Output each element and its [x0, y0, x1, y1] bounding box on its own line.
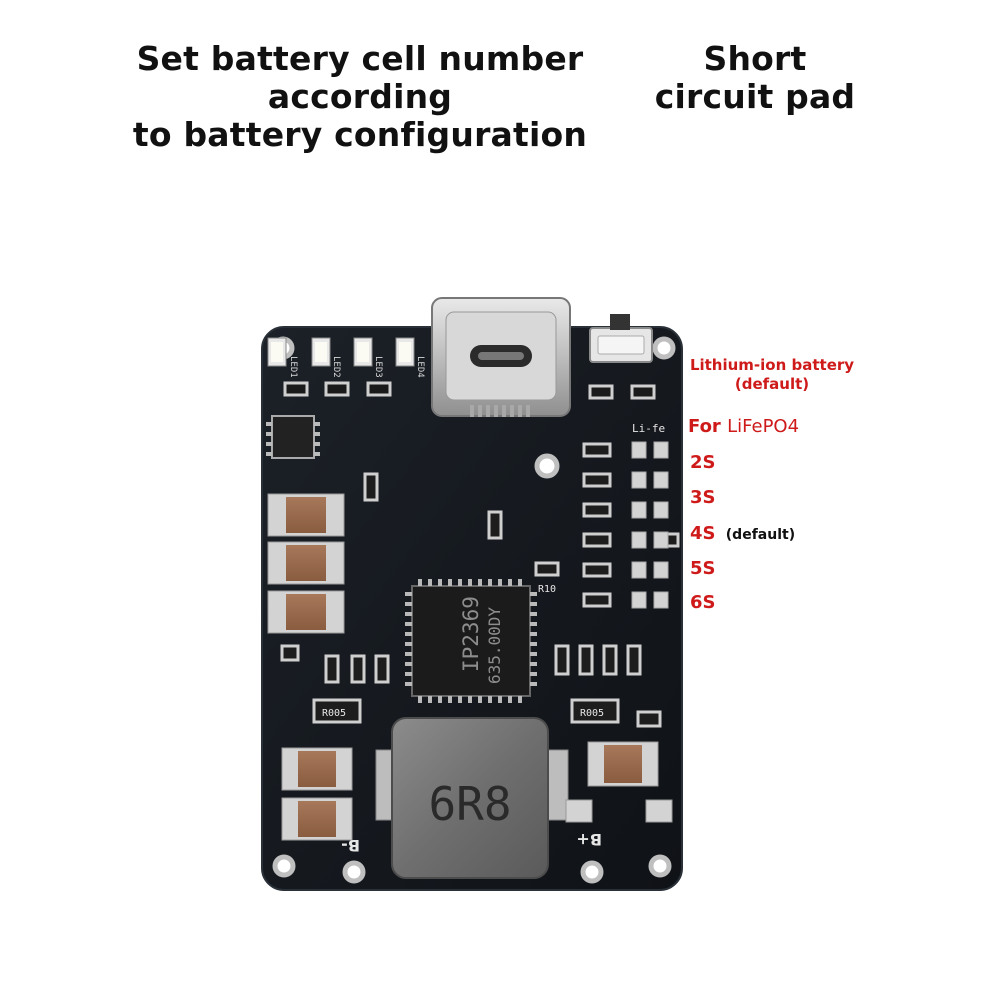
capacitor-right [587, 741, 659, 787]
label-liion-line1: Lithium-ion battery [689, 356, 855, 374]
heading-short-circuit: Short circuit pad [650, 40, 860, 116]
heading-left-line1: Set battery cell number according [136, 39, 584, 116]
heading-left-line2: to battery configuration [132, 115, 588, 154]
silk-r005-left: R005 [322, 708, 346, 719]
heading-right-line1: Short [703, 39, 807, 78]
silk-led4: LED4 [415, 356, 425, 378]
label-6s: 6S [690, 592, 716, 613]
silk-bplus: B+ [576, 830, 602, 849]
label-liion: Lithium-ion battery (default) [686, 356, 858, 394]
resistors-top [283, 381, 656, 400]
mounting-holes [271, 336, 676, 884]
label-lifepo4-text: LiFePO4 [727, 416, 800, 437]
capacitors-bottom-left [281, 747, 353, 841]
label-2s: 2S [690, 452, 716, 473]
silk-led1: LED1 [288, 356, 298, 378]
silk-bminus: B- [341, 836, 360, 855]
label-liion-line2: (default) [734, 375, 810, 393]
silk-led2: LED2 [331, 356, 341, 378]
chip-label-line2: 635.00DY [485, 607, 504, 684]
tactile-switch [589, 314, 653, 363]
silk-led3: LED3 [373, 356, 383, 378]
usb-c-connector [431, 297, 571, 417]
label-5s: 5S [690, 558, 716, 579]
battery-terminal-pads: B+ B- [341, 799, 673, 855]
label-for: For [688, 416, 721, 437]
status-leds [267, 337, 415, 367]
cell-config-pads: Li-fe [582, 422, 680, 609]
small-ic [266, 415, 320, 459]
silk-r005-right: R005 [580, 708, 604, 719]
label-4s-default: (default) [725, 527, 796, 543]
silk-li-fe: Li-fe [632, 422, 665, 435]
heading-battery-cell: Set battery cell number according to bat… [60, 40, 660, 154]
small-components [280, 472, 662, 728]
label-4s-text: 4S [690, 523, 716, 544]
inductor: 6R8 [375, 717, 569, 879]
label-3s: 3S [690, 487, 716, 508]
inductor-label: 6R8 [428, 777, 511, 831]
main-chip: IP2369 635.00DY [405, 579, 537, 703]
chip-label-line1: IP2369 [459, 596, 483, 672]
label-lifepo4: For LiFePO4 [688, 416, 799, 437]
capacitors-left [267, 493, 345, 634]
label-4s: 4S (default) [690, 523, 795, 544]
heading-right-line2: circuit pad [654, 77, 856, 116]
silk-r10: R10 [538, 584, 556, 595]
